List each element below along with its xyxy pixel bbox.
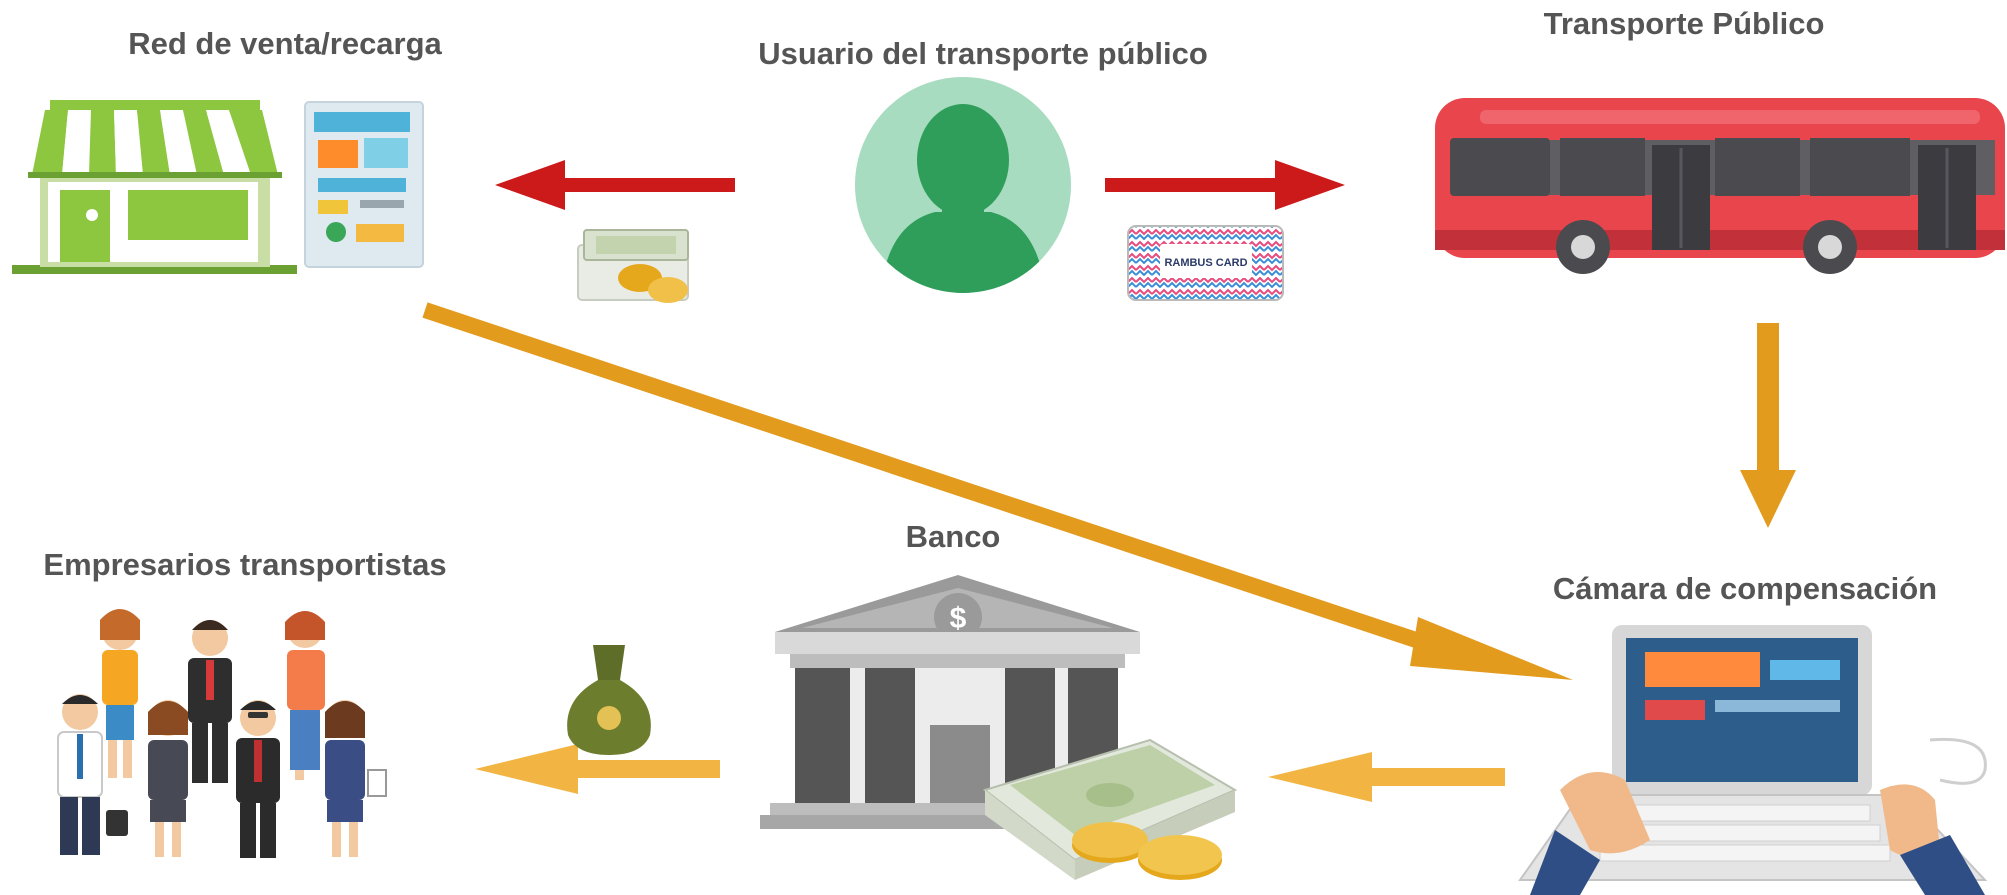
- businesspeople-group-icon: [57, 609, 387, 858]
- money-bag-icon: [567, 645, 651, 755]
- arrow-clearing-to-bank: [1268, 752, 1505, 802]
- money-pile-icon: [982, 738, 1238, 880]
- label-clearing-house: Cámara de compensación: [1552, 571, 1938, 606]
- label-user: Usuario del transporte público: [758, 36, 1208, 71]
- transport-card-icon: RAMBUS CARD: [1127, 225, 1284, 301]
- svg-text:$: $: [950, 602, 967, 635]
- arrow-bus-to-clearing: [1740, 323, 1796, 528]
- money-coins-icon: [577, 229, 689, 303]
- label-transport-owners: Empresarios transportistas: [43, 547, 447, 582]
- arrow-user-to-sales: [495, 160, 735, 210]
- bus-icon: [1435, 98, 2005, 274]
- laptop-hands-icon: [1518, 625, 1988, 895]
- arrow-user-to-bus: [1105, 160, 1345, 210]
- arrow-sales-to-clearing: [422, 302, 1573, 680]
- store-icon: [12, 100, 297, 274]
- brochure-icon: [304, 101, 424, 268]
- card-brand-text: RAMBUS CARD: [1164, 257, 1247, 269]
- arrow-bank-to-owners: [475, 744, 720, 794]
- label-bank: Banco: [905, 519, 1001, 554]
- label-sales-network: Red de venta/recarga: [128, 26, 442, 61]
- user-avatar-icon: [855, 77, 1071, 293]
- label-public-transport: Transporte Público: [1543, 6, 1825, 41]
